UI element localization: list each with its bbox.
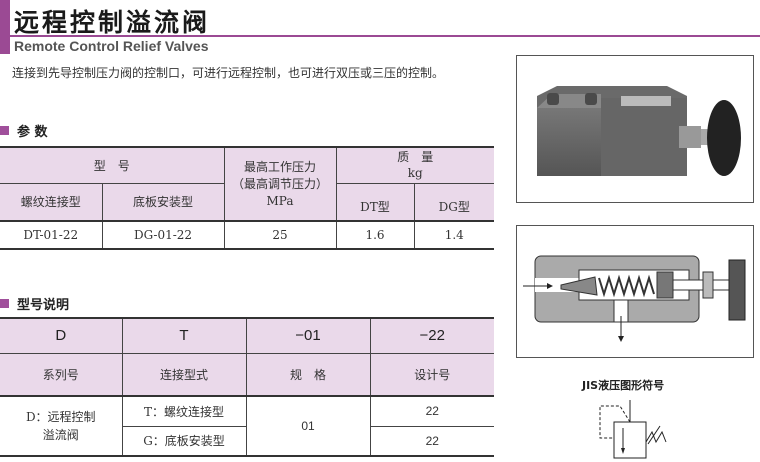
label-design: 设计号: [369, 352, 494, 397]
params-section-title: 参 数: [17, 125, 48, 140]
mass-label: 质 量: [397, 150, 434, 165]
valve-photo-icon: [537, 86, 741, 176]
title-accent-bar: [0, 0, 10, 54]
size-value: 01: [245, 395, 371, 457]
product-photo: [516, 55, 754, 203]
cell-subplate: DG-01-22: [101, 220, 225, 250]
bullet-square-icon: [0, 126, 9, 135]
params-section-heading: 参 数: [0, 121, 48, 140]
header-model: 型 号: [0, 146, 225, 184]
label-size: 规 格: [245, 352, 371, 397]
cell-dt-mass: 1.6: [335, 220, 415, 250]
table-row: DT-01-22 DG-01-22 25 1.6 1.4: [0, 220, 494, 250]
design-number-1: 22: [369, 395, 494, 427]
page-subtitle: Remote Control Relief Valves: [14, 38, 209, 54]
series-desc-line1: D：远程控制: [25, 410, 96, 424]
header-threaded: 螺纹连接型: [0, 182, 103, 222]
model-section-heading: 型号说明: [0, 294, 69, 313]
title-divider: [10, 35, 760, 37]
label-connection: 连接型式: [121, 352, 247, 397]
header-subplate: 底板安装型: [101, 182, 225, 222]
bullet-square-icon: [0, 299, 9, 308]
jis-symbol-label: JIS液压图形符号: [582, 379, 665, 392]
cutaway-icon: [523, 255, 746, 342]
code-size: −01: [245, 317, 371, 354]
series-description: D：远程控制 溢流阀: [0, 395, 123, 457]
code-design: −22: [369, 317, 494, 354]
params-table: 型 号 最高工作压力 （最高调节压力） MPa 质 量 kg 螺纹连接型 底板安…: [0, 146, 494, 250]
series-desc-line2: 溢流阀: [42, 428, 79, 442]
code-connection: T: [121, 317, 247, 354]
header-max-pressure: 最高工作压力 （最高调节压力） MPa: [223, 146, 337, 222]
page-title: 远程控制溢流阀: [14, 8, 211, 37]
header-mass: 质 量 kg: [335, 146, 494, 184]
description: 连接到先导控制压力阀的控制口，可进行远程控制，也可进行双压或三压的控制。: [12, 66, 445, 80]
cell-dg-mass: 1.4: [413, 220, 494, 250]
code-series: D: [0, 317, 123, 354]
model-section-title: 型号说明: [17, 298, 70, 313]
cell-pressure: 25: [223, 220, 337, 250]
design-number-2: 22: [369, 425, 494, 457]
label-series: 系列号: [0, 352, 123, 397]
jis-symbol-icon: [599, 400, 667, 459]
model-code-table: D T −01 −22 系列号 连接型式 规 格 设计号 D：远程控制 溢流阀 …: [0, 317, 494, 457]
cell-threaded: DT-01-22: [0, 220, 103, 250]
mass-unit: kg: [407, 166, 423, 181]
max-pressure-sub: （最高调节压力）: [231, 176, 328, 191]
connection-option-g: G：底板安装型: [121, 425, 247, 457]
header-dt-type: DT型: [335, 182, 415, 222]
max-pressure-label: 最高工作压力: [243, 159, 316, 174]
cutaway-diagram: [516, 225, 754, 358]
max-pressure-unit: MPa: [266, 193, 294, 208]
header-dg-type: DG型: [413, 182, 494, 222]
connection-option-t: T：螺纹连接型: [121, 395, 247, 427]
